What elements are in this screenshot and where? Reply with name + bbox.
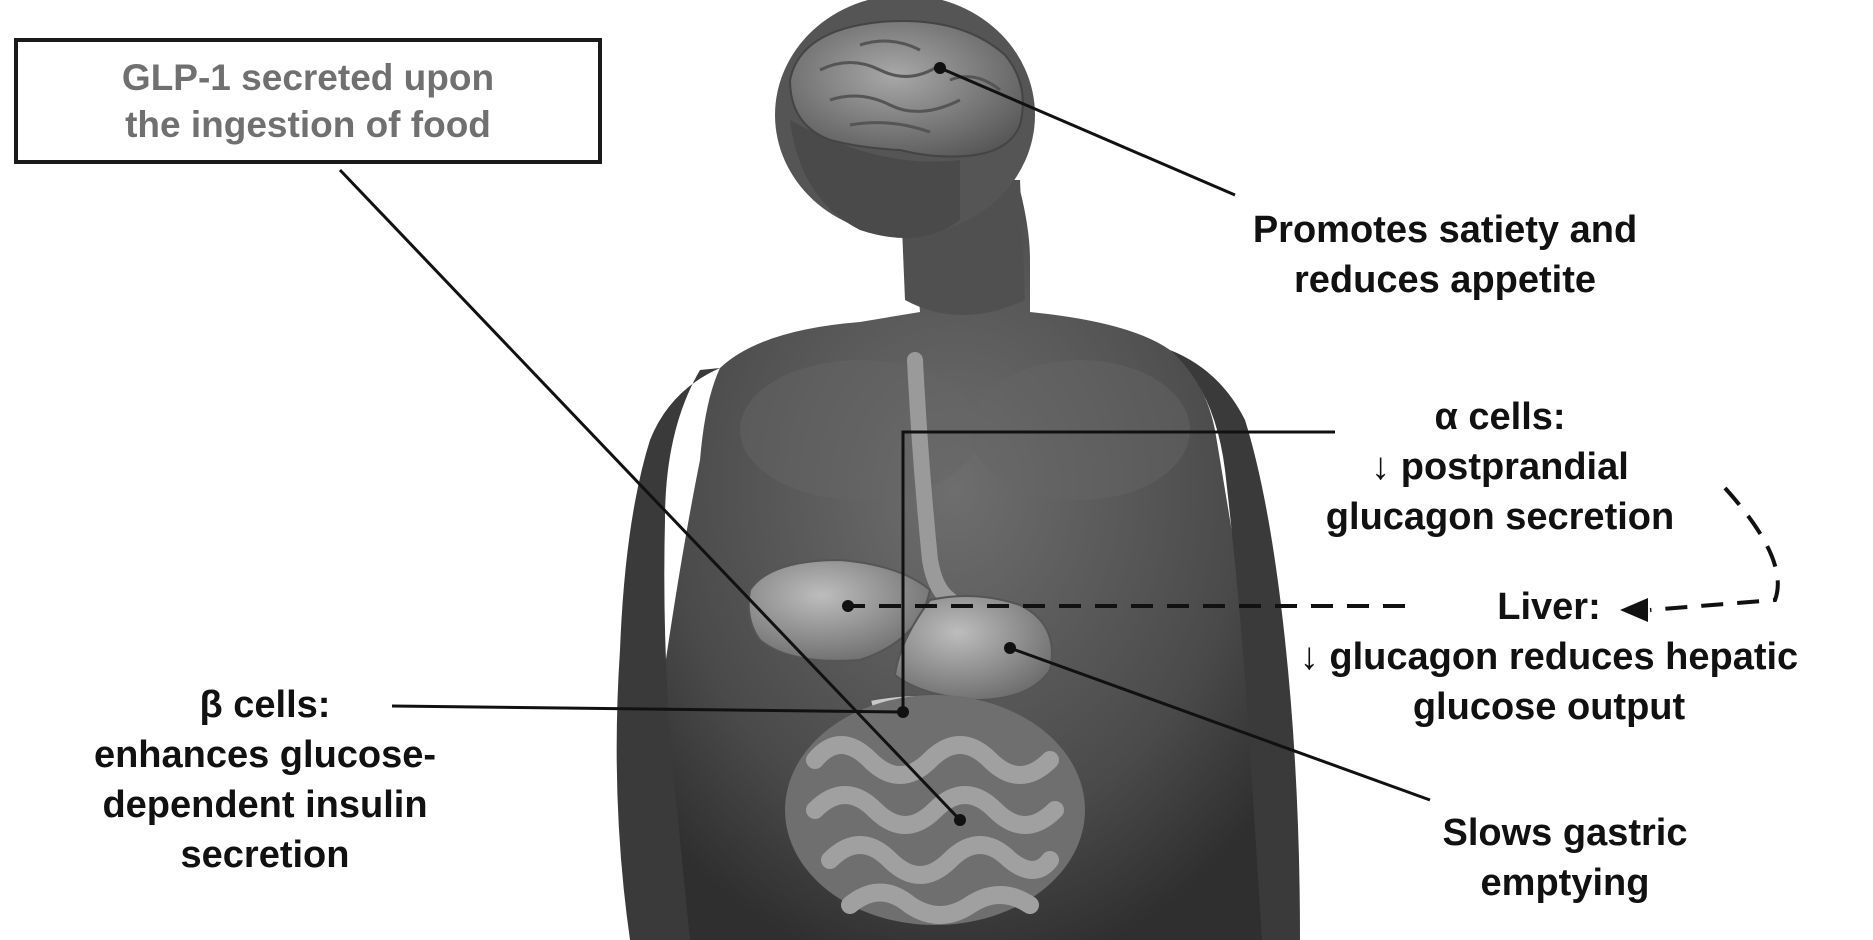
alpha-cells-label: α cells: ↓ postprandial glucagon secreti…: [1290, 392, 1710, 542]
alpha-cells-line-2: ↓ postprandial: [1290, 442, 1710, 492]
liver-line-1: Liver:: [1225, 582, 1873, 632]
alpha-cells-line-1: α cells:: [1290, 392, 1710, 442]
liver-label: Liver: ↓ glucagon reduces hepatic glucos…: [1225, 582, 1873, 732]
source-box-line-2: the ingestion of food: [125, 101, 491, 148]
beta-cells-label: β cells: enhances glucose- dependent ins…: [55, 680, 475, 881]
brain-effect-label: Promotes satiety and reduces appetite: [1180, 205, 1710, 305]
chest-highlight-right: [970, 360, 1190, 500]
liver-line-2: ↓ glucagon reduces hepatic: [1225, 632, 1873, 682]
alpha-cells-line-3: glucagon secretion: [1290, 492, 1710, 542]
stomach-effect-line-2: emptying: [1380, 858, 1750, 908]
chest-highlight: [740, 360, 980, 500]
stomach-effect-label: Slows gastric emptying: [1380, 808, 1750, 908]
beta-cells-line-2: enhances glucose-: [55, 730, 475, 780]
liver-line-3: glucose output: [1225, 682, 1873, 732]
intestines-icon: [785, 695, 1085, 925]
beta-cells-line-3: dependent insulin: [55, 780, 475, 830]
beta-cells-line-1: β cells:: [55, 680, 475, 730]
stomach-effect-line-1: Slows gastric: [1380, 808, 1750, 858]
source-box-line-1: GLP-1 secreted upon: [122, 54, 494, 101]
brain-effect-line-1: Promotes satiety and: [1180, 205, 1710, 255]
brain-effect-line-2: reduces appetite: [1180, 255, 1710, 305]
source-box: GLP-1 secreted upon the ingestion of foo…: [14, 38, 602, 164]
beta-cells-line-4: secretion: [55, 830, 475, 880]
